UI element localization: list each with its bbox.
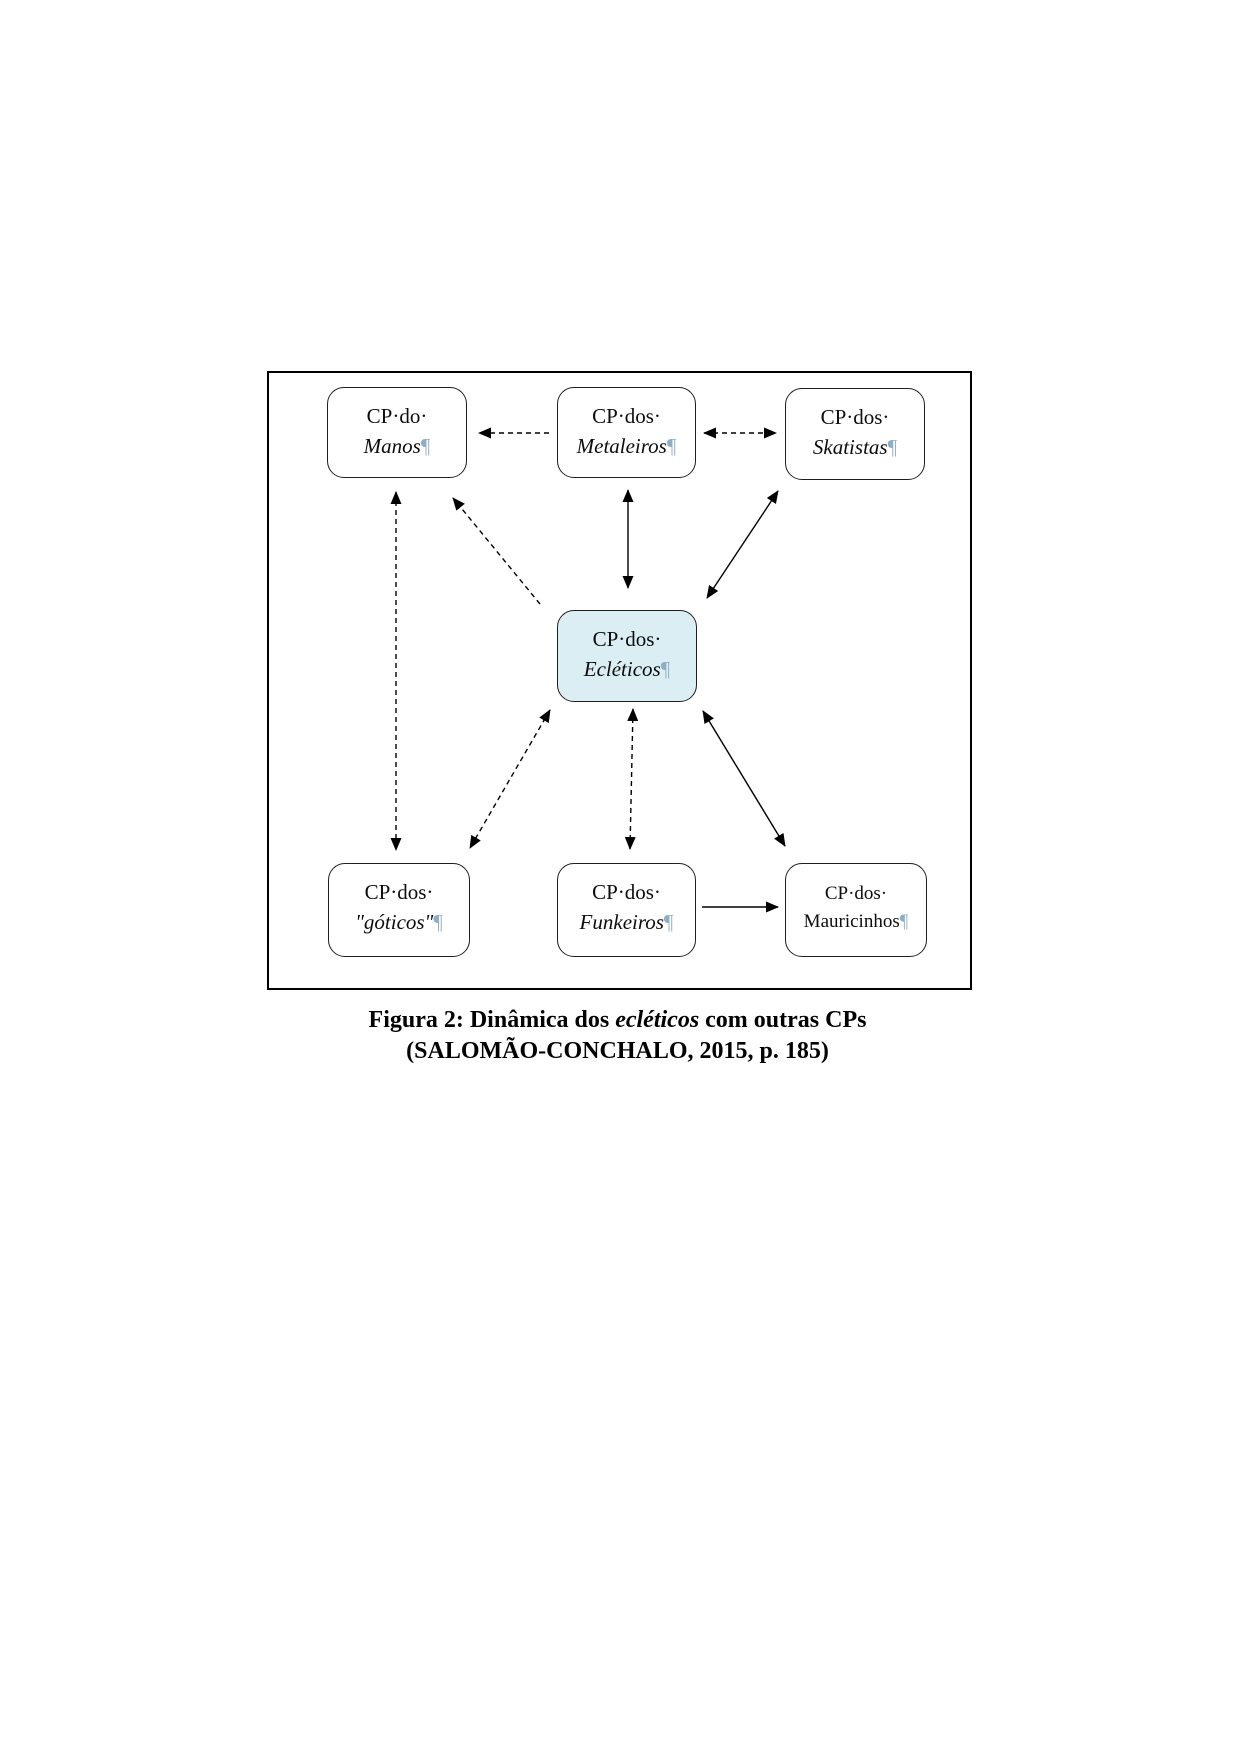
node-label-line2: Ecléticos¶ xyxy=(583,657,671,681)
node-label-line2: "góticos"¶ xyxy=(355,910,443,934)
node-label-line1: CP·dos· xyxy=(364,880,434,904)
node-label-line1: CP·dos· xyxy=(820,405,890,429)
node-label-line2: Metaleiros¶ xyxy=(576,434,677,458)
node-cp-dos-goticos: CP·dos· "góticos"¶ xyxy=(328,863,470,957)
node-label-line1: CP·dos· xyxy=(592,880,661,904)
node-label-line2: Skatistas¶ xyxy=(812,435,898,459)
pilcrow-mark: ¶ xyxy=(433,910,443,934)
pilcrow-mark: ¶ xyxy=(899,911,909,932)
node-label-line1: CP·dos· xyxy=(592,627,662,651)
node-cp-dos-metaleiros: CP·dos· Metaleiros¶ xyxy=(557,387,696,478)
caption-line-2: (SALOMÃO-CONCHALO, 2015, p. 185) xyxy=(406,1038,829,1064)
pilcrow-mark: ¶ xyxy=(663,910,674,934)
node-label-line1: CP·dos· xyxy=(592,404,661,428)
node-label-line2: Manos¶ xyxy=(363,434,431,458)
node-label-line2: Funkeiros¶ xyxy=(579,910,674,934)
node-cp-dos-mauricinhos: CP·dos· Mauricinhos¶ xyxy=(785,863,927,957)
pilcrow-mark: ¶ xyxy=(887,435,898,459)
pilcrow-mark: ¶ xyxy=(666,434,677,458)
node-label-line2: Mauricinhos¶ xyxy=(803,911,909,932)
pilcrow-mark: ¶ xyxy=(420,434,431,458)
node-cp-dos-ecleticos: CP·dos· Ecléticos¶ xyxy=(557,610,697,702)
node-label-line1: CP·do· xyxy=(366,404,428,428)
figure-caption: Figura 2: Dinâmica dos ecléticos com out… xyxy=(267,1005,968,1067)
node-cp-dos-skatistas: CP·dos· Skatistas¶ xyxy=(785,388,925,480)
pilcrow-mark: ¶ xyxy=(660,657,671,681)
caption-line-1: Figura 2: Dinâmica dos ecléticos com out… xyxy=(368,1007,867,1033)
node-cp-do-manos: CP·do· Manos¶ xyxy=(327,387,467,478)
node-label-line1: CP·dos· xyxy=(824,883,888,904)
node-cp-dos-funkeiros: CP·dos· Funkeiros¶ xyxy=(557,863,696,957)
